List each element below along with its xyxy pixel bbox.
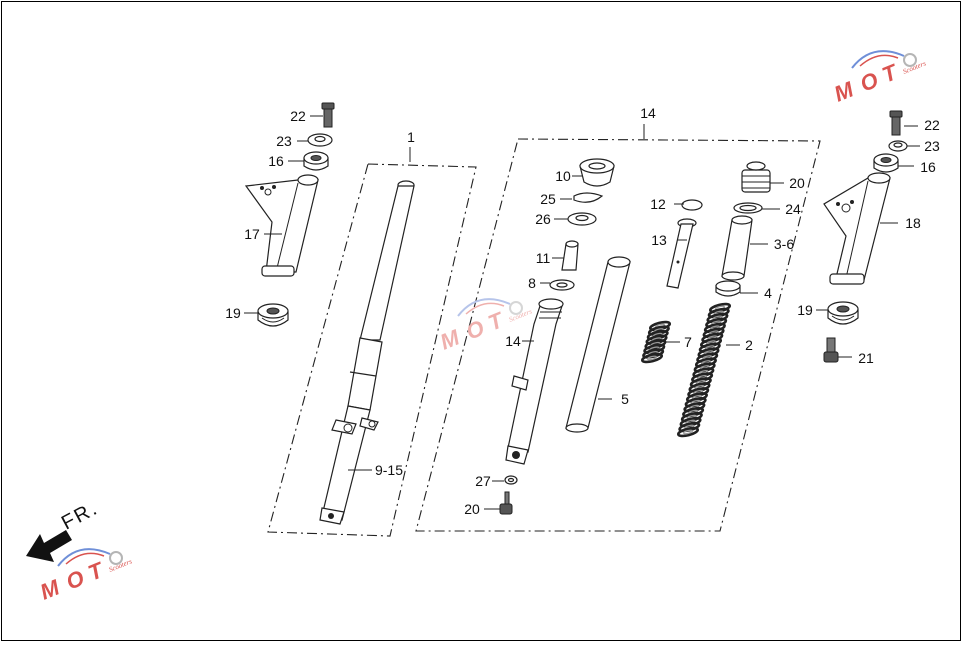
callout-2: 2: [745, 337, 753, 353]
callout-4: 4: [764, 285, 772, 301]
svg-text:O: O: [857, 67, 882, 97]
bolt-21: [823, 337, 852, 363]
callout-24: 24: [785, 201, 801, 217]
callout-23-right: 23: [924, 138, 940, 154]
callout-1: 1: [407, 129, 415, 145]
assembly-1-boundary: [267, 163, 477, 537]
washer-23-left: [297, 133, 333, 147]
callout-10: 10: [555, 168, 571, 184]
callout-7: 7: [684, 334, 692, 350]
callout-13: 13: [651, 232, 667, 248]
callout-25: 25: [540, 191, 556, 207]
callout-11: 11: [536, 250, 551, 266]
inner-tube-14: [505, 298, 564, 465]
callout-20-bottom: 20: [464, 501, 480, 517]
watermark-logo-top-right: M O T Scooters: [831, 50, 928, 107]
callout-19-left: 19: [225, 305, 241, 321]
outer-tube-5: [565, 256, 631, 433]
spring-2: [676, 302, 732, 438]
bearing-16-right: [873, 153, 914, 173]
assembly-14-boundary: [415, 138, 821, 532]
bolt-20-bottom: [484, 491, 513, 515]
washer-4: [715, 280, 758, 297]
svg-text:T: T: [85, 557, 108, 586]
callout-5: 5: [621, 391, 629, 407]
callout-17: 17: [244, 226, 260, 242]
callout-16-left: 16: [268, 153, 284, 169]
svg-text:Scooters: Scooters: [108, 557, 134, 574]
seal-19-left: [244, 303, 289, 327]
washer-23-right: [888, 140, 920, 152]
svg-text:M: M: [831, 76, 858, 106]
washer-8: [540, 279, 575, 291]
callout-12: 12: [650, 196, 666, 212]
seal-19-right: [816, 301, 859, 325]
callout-16-right: 16: [920, 159, 936, 175]
o-ring-24: [733, 202, 780, 214]
svg-text:Scooters: Scooters: [508, 307, 534, 324]
callout-9-15: 9-15: [375, 462, 403, 478]
callout-3-6: 3-6: [774, 236, 794, 252]
svg-text:M: M: [437, 324, 464, 354]
bolt-22-right: [889, 110, 918, 136]
svg-text:O: O: [63, 565, 88, 595]
bearing-16-left: [288, 151, 329, 171]
callout-14-mid: 14: [505, 333, 521, 349]
svg-text:M: M: [37, 574, 64, 604]
washer-26: [554, 212, 597, 226]
callout-14-top: 14: [640, 105, 656, 121]
svg-text:T: T: [879, 59, 902, 88]
bushing-11: [552, 240, 579, 271]
callout-20-top: 20: [789, 175, 805, 191]
callout-18: 18: [905, 215, 921, 231]
spacer-3-6: [721, 215, 768, 281]
svg-text:Scooters: Scooters: [902, 59, 928, 76]
damper-rod-13: [666, 218, 697, 289]
front-direction-label: FR.: [58, 497, 102, 534]
callout-19-right: 19: [797, 302, 813, 318]
callout-23-left: 23: [276, 133, 292, 149]
callout-22-left: 22: [290, 108, 306, 124]
clip-12: [674, 199, 703, 211]
bracket-18: [823, 172, 898, 285]
callout-8: 8: [528, 275, 536, 291]
callout-27: 27: [475, 473, 491, 489]
svg-text:T: T: [485, 307, 508, 336]
cap-10: [572, 158, 615, 187]
callout-21: 21: [858, 350, 874, 366]
callout-22-right: 22: [924, 117, 940, 133]
nut-20-top: [741, 161, 784, 193]
bolt-22-left: [310, 102, 335, 128]
svg-text:O: O: [463, 315, 488, 345]
bracket-17: [244, 174, 319, 277]
spring-7: [640, 320, 672, 364]
fork-leg-1: [319, 147, 415, 525]
front-direction-arrow-icon: [26, 530, 72, 562]
circlip-25: [560, 192, 604, 203]
callout-26: 26: [535, 211, 551, 227]
washer-27: [492, 475, 518, 485]
